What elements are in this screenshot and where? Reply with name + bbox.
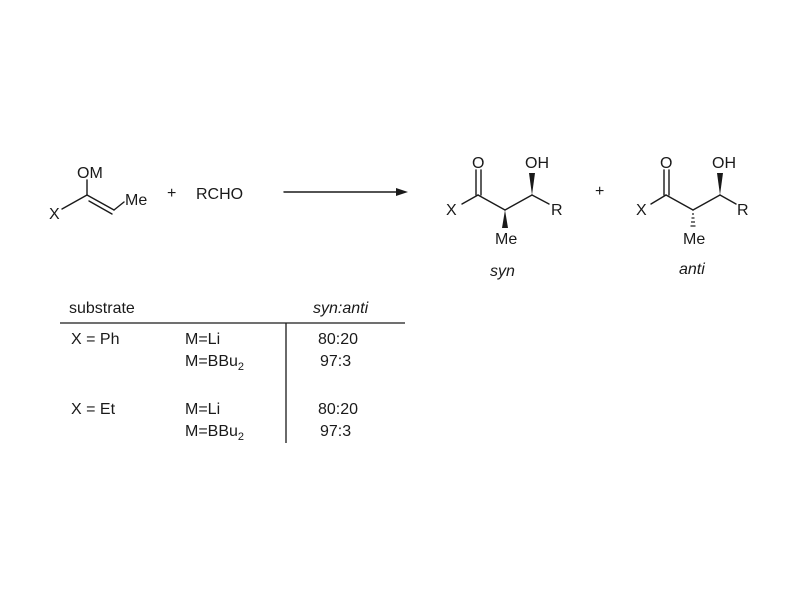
row-metal: M=Li [185,331,220,349]
row-metal: M=Li [185,401,220,419]
anti-o-label: O [660,155,672,172]
anti-caption: anti [679,261,705,278]
row-ratio: 97:3 [320,353,352,370]
syn-product: X O OH R Me syn [446,155,563,280]
reactant-om-label: OM [77,165,103,182]
header-substrate: substrate [69,300,135,317]
aldehyde-reagent: RCHO [196,186,243,203]
plus-sign: + [167,185,176,202]
anti-r-label: R [737,202,749,219]
header-anti: anti [342,300,369,317]
row-substrate: X = Ph [71,331,120,348]
enolate-reactant: X OM Me [49,165,147,223]
syn-x-label: X [446,202,457,219]
metal-text: M=BBu [185,423,238,440]
syn-oh-label: OH [525,155,549,172]
header-sep: : [337,300,343,317]
row-metal: M=BBu2 [185,423,245,443]
header-syn: syn [313,300,338,317]
reactant-me-label: Me [125,192,147,209]
reaction-arrow-icon [283,188,408,196]
anti-product: X O OH R Me anti [636,155,749,278]
metal-text: M=BBu [185,353,238,370]
metal-subscript: 2 [237,361,245,373]
syn-r-label: R [551,202,563,219]
header-syn-anti: syn:anti [313,300,368,318]
reactant-x-label: X [49,206,60,223]
row-metal: M=BBu2 [185,353,245,373]
plus-sign-2: + [595,183,604,200]
row-ratio: 80:20 [318,331,359,348]
anti-oh-label: OH [712,155,736,172]
metal-text: M=Li [185,331,221,348]
metal-text: M=Li [185,401,221,418]
syn-o-label: O [472,155,484,172]
syn-me-label: Me [495,231,517,248]
anti-me-label: Me [683,231,705,248]
anti-x-label: X [636,202,647,219]
row-ratio: 97:3 [320,423,352,440]
row-ratio: 80:20 [318,401,359,418]
syn-caption: syn [490,263,515,280]
row-substrate: X = Et [71,401,116,418]
metal-subscript: 2 [237,431,245,443]
